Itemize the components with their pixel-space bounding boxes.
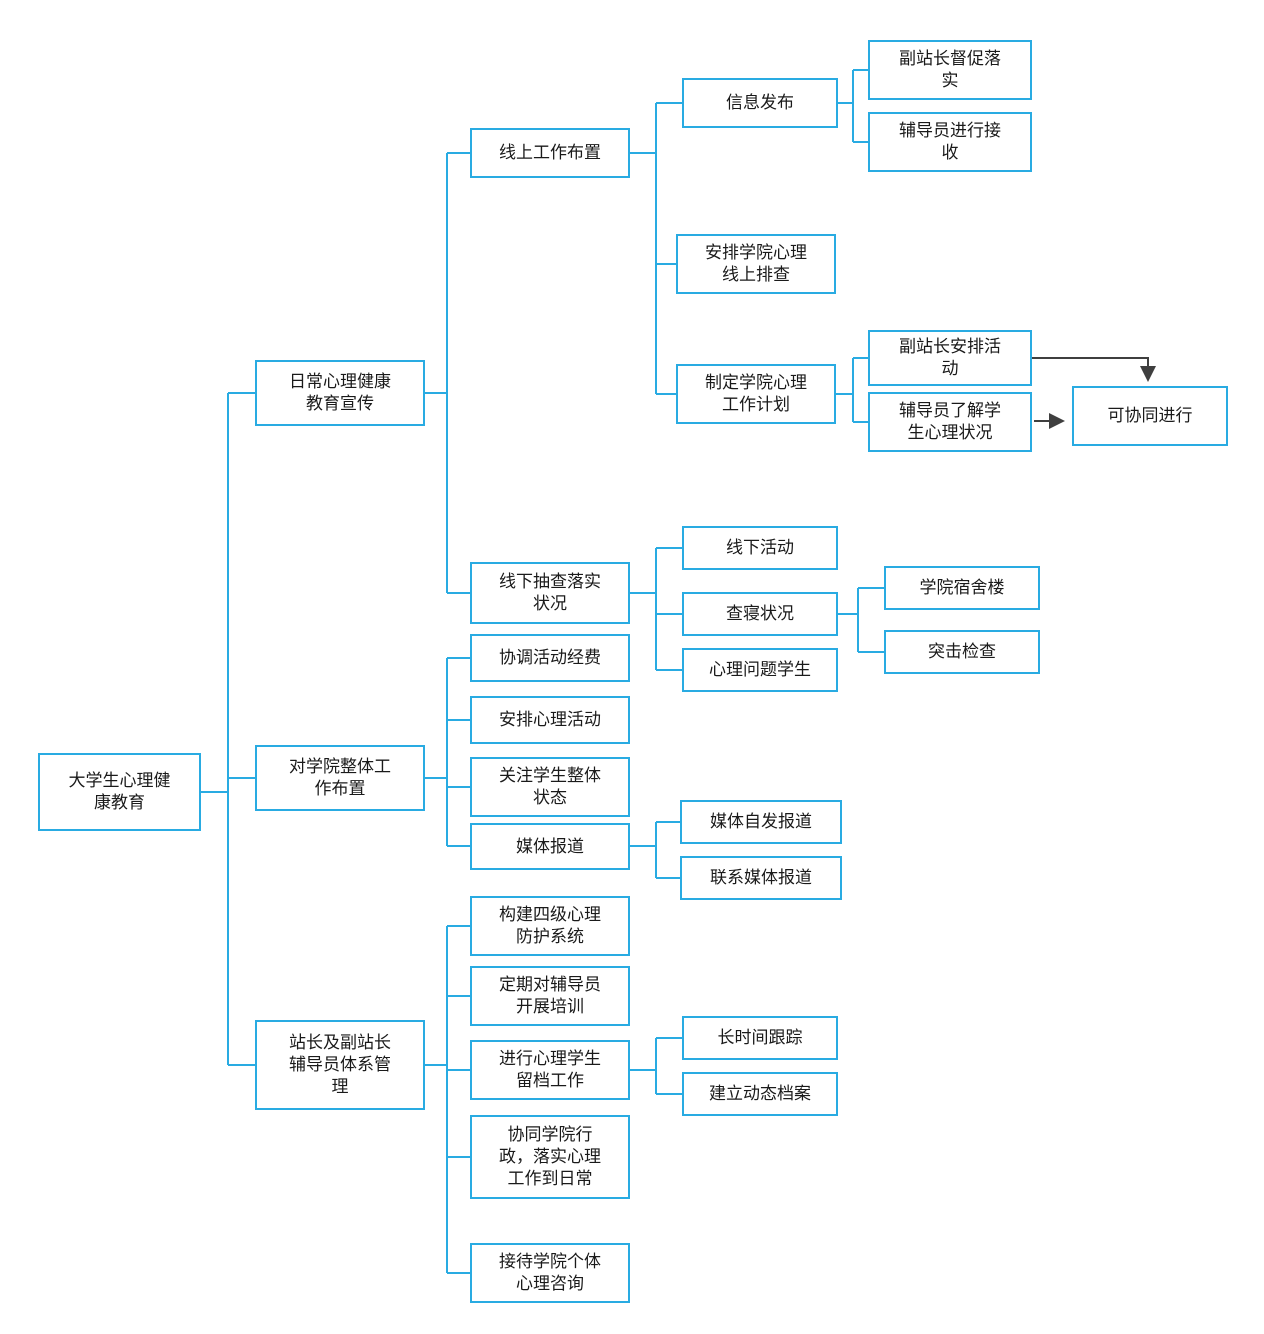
node-label: 关注学生整体状态 — [499, 766, 601, 807]
connector-offline-check — [630, 547, 682, 671]
node-label: 线下活动 — [726, 538, 794, 557]
node-info-release: 信息发布 — [682, 78, 838, 128]
node-label: 查寝状况 — [726, 604, 794, 623]
node-deputy-arrange-activities: 副站长安排活动 — [868, 330, 1032, 386]
node-daily-mental-health-education: 日常心理健康教育宣传 — [255, 360, 425, 426]
node-label: 线下抽查落实状况 — [499, 572, 601, 613]
node-dorm-check: 查寝状况 — [682, 592, 838, 636]
node-label: 心理问题学生 — [709, 660, 811, 679]
node-media-coverage: 媒体报道 — [470, 823, 630, 870]
connector-psych-plan — [836, 357, 868, 423]
node-psych-work-plan: 制定学院心理工作计划 — [676, 364, 836, 424]
node-media-self-report: 媒体自发报道 — [680, 800, 842, 844]
node-monitor-student-state: 关注学生整体状态 — [470, 757, 630, 817]
node-label: 信息发布 — [726, 93, 794, 112]
node-counselor-receive: 辅导员进行接收 — [868, 112, 1032, 172]
node-dynamic-archive: 建立动态档案 — [682, 1072, 838, 1116]
connector-overall-work — [425, 657, 470, 847]
node-label: 制定学院心理工作计划 — [705, 373, 807, 414]
connector-root — [201, 392, 255, 1066]
connector-station-management — [425, 925, 470, 1274]
node-deputy-supervise-implementation: 副站长督促落实 — [868, 40, 1032, 100]
node-counselor-understand-students: 辅导员了解学生心理状况 — [868, 392, 1032, 452]
node-label: 学院宿舍楼 — [919, 578, 1005, 597]
node-dorm-building: 学院宿舍楼 — [884, 566, 1040, 610]
node-offline-spot-check: 线下抽查落实状况 — [470, 562, 630, 624]
node-label: 突击检查 — [928, 642, 996, 661]
connector-media-coverage — [630, 821, 680, 879]
node-four-level-protection: 构建四级心理防护系统 — [470, 896, 630, 956]
node-label: 可协同进行 — [1107, 406, 1193, 425]
node-label: 辅导员了解学生心理状况 — [899, 401, 1001, 442]
node-label: 日常心理健康教育宣传 — [289, 372, 391, 413]
node-individual-counseling: 接待学院个体心理咨询 — [470, 1243, 630, 1303]
connector-info-release — [838, 69, 868, 143]
connector-online-work — [630, 102, 682, 395]
node-label: 大学生心理健康教育 — [68, 771, 171, 812]
node-root: 大学生心理健康教育 — [38, 753, 201, 831]
node-label: 对学院整体工作布置 — [289, 757, 391, 798]
node-surprise-inspection: 突击检查 — [884, 630, 1040, 674]
node-label: 协调活动经费 — [499, 648, 601, 667]
node-label: 协同学院行政，落实心理工作到日常 — [499, 1125, 601, 1188]
node-offline-activities: 线下活动 — [682, 526, 838, 570]
node-label: 媒体自发报道 — [710, 812, 812, 831]
node-label: 长时间跟踪 — [717, 1028, 803, 1047]
node-label: 安排心理活动 — [499, 710, 601, 729]
node-psych-problem-students: 心理问题学生 — [682, 648, 838, 692]
node-label: 进行心理学生留档工作 — [499, 1049, 601, 1090]
arrow-deputy-to-collaborate — [1032, 357, 1156, 382]
node-student-archiving: 进行心理学生留档工作 — [470, 1040, 630, 1100]
node-online-work-arrangement: 线上工作布置 — [470, 128, 630, 178]
node-label: 接待学院个体心理咨询 — [499, 1252, 601, 1293]
node-college-admin-cooperation: 协同学院行政，落实心理工作到日常 — [470, 1115, 630, 1199]
node-arrange-psych-activities: 安排心理活动 — [470, 696, 630, 744]
node-label: 副站长安排活动 — [899, 337, 1001, 378]
node-collaborate-note: 可协同进行 — [1072, 386, 1228, 446]
node-contact-media-report: 联系媒体报道 — [680, 856, 842, 900]
node-label: 站长及副站长辅导员体系管理 — [289, 1033, 391, 1096]
node-station-system-management: 站长及副站长辅导员体系管理 — [255, 1020, 425, 1110]
connector-archiving — [630, 1037, 682, 1095]
node-label: 线上工作布置 — [499, 143, 601, 162]
node-counselor-training: 定期对辅导员开展培训 — [470, 966, 630, 1026]
node-coordinate-activity-funds: 协调活动经费 — [470, 634, 630, 682]
node-label: 建立动态档案 — [709, 1084, 811, 1103]
node-long-term-tracking: 长时间跟踪 — [682, 1016, 838, 1060]
connector-daily-education — [425, 152, 470, 594]
node-label: 辅导员进行接收 — [899, 121, 1001, 162]
node-label: 构建四级心理防护系统 — [499, 905, 601, 946]
connector-dorm-check — [838, 587, 884, 653]
node-label: 定期对辅导员开展培训 — [499, 975, 601, 1016]
node-label: 媒体报道 — [516, 836, 584, 856]
node-online-psych-screening: 安排学院心理线上排查 — [676, 234, 836, 294]
node-overall-college-work: 对学院整体工作布置 — [255, 745, 425, 811]
node-label: 安排学院心理线上排查 — [705, 243, 807, 284]
node-label: 副站长督促落实 — [899, 49, 1001, 90]
node-label: 联系媒体报道 — [710, 868, 812, 887]
